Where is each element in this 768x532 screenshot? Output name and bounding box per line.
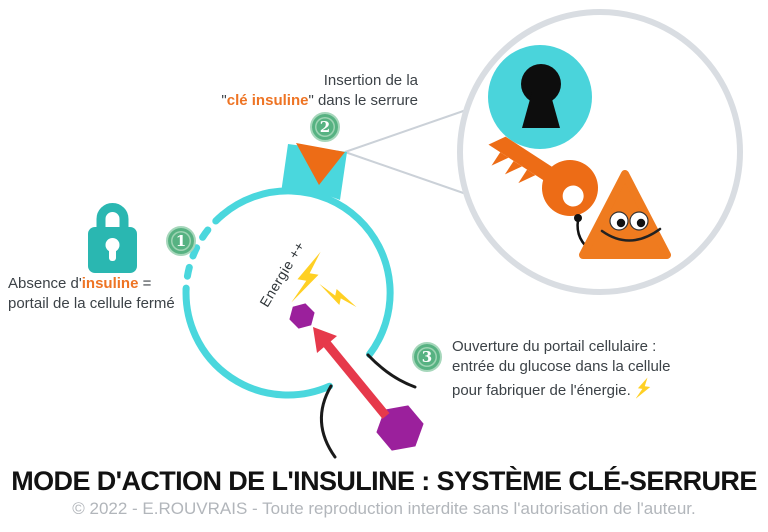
step3-line2: entrée du glucose dans la cellule [452,358,671,375]
glucose-hexagon-inside [289,303,315,329]
step1-prefix: Absence d' [8,275,82,292]
portal-bracket-left [319,384,337,459]
step2-quote: " [221,92,227,109]
insulin-key-icon [488,136,598,216]
cell-membrane-dashed-arc [182,211,226,293]
lightning-bolt-small [319,283,357,308]
step3-label: Ouverture du portail cellulaire : entrée… [452,337,702,406]
portal-bracket-right [366,353,417,389]
step2-suffix: " dans le serrure [308,92,418,109]
step2-line1: Insertion de la [323,72,418,89]
step1-label: Absence d'insuline = portail de la cellu… [8,274,188,314]
step3-line1: Ouverture du portail cellulaire : [452,338,657,355]
cell-membrane-arc [218,187,394,358]
step1-line2: portail de la cellule fermé [8,295,175,312]
step2-badge: 2 [310,112,340,142]
step3-badge: 3 [412,342,442,372]
copyright-text: © 2022 - E.ROUVRAIS - Toute reproduction… [72,499,696,518]
step2-label: Insertion de la "clé insuline" dans le s… [221,71,418,111]
step1-badge: 1 [166,226,196,256]
diagram-title: MODE D'ACTION DE L'INSULINE : SYSTÈME CL… [11,466,757,496]
step3-line3: pour fabriquer de l'énergie. [452,382,631,399]
keyhole-icon [521,64,561,128]
step1-suffix: = [138,275,152,292]
glucose-hexagon-outside [376,405,424,451]
insulin-triangle-character [574,170,671,259]
inserted-insulin-key-triangle [296,143,345,185]
step2-highlight: clé insuline [226,92,309,109]
triangle-smile [600,227,662,242]
callout-line-upper [344,107,473,153]
step1-highlight: insuline [81,275,139,292]
callout-line-lower [344,151,473,197]
lightning-bolt-large [291,251,321,303]
glucose-entry-arrow [313,327,390,419]
cell-membrane-lower-arc [182,285,333,399]
closed-padlock-icon [88,203,137,273]
energy-lightning-icon [635,377,651,406]
